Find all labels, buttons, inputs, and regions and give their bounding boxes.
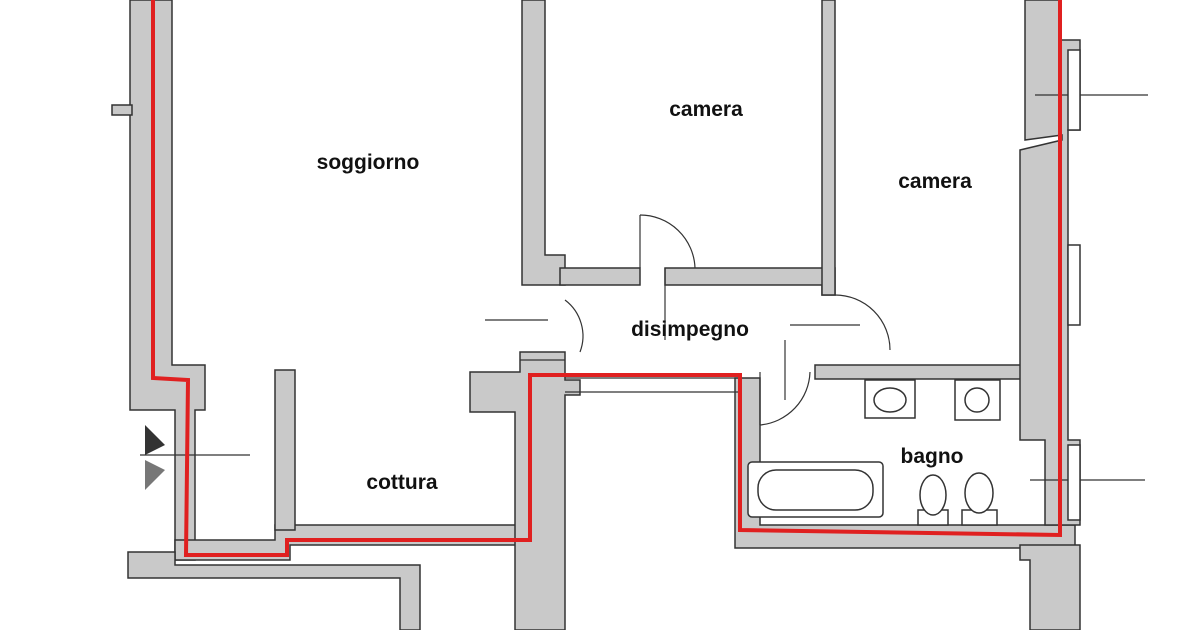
property-boundary-line (151, 0, 1062, 557)
wall-center (469, 351, 581, 630)
wall-kitchen-partition (274, 369, 296, 531)
room-label-disimpegno: disimpegno (631, 318, 749, 341)
wall-bottom-right (1019, 544, 1081, 630)
wall-left-stub (111, 104, 133, 116)
entrance-door (145, 425, 165, 490)
doors (485, 214, 891, 426)
room-label-cottura: cottura (366, 471, 438, 494)
bathroom-fixtures (747, 379, 1001, 526)
wall-left-outer (129, 0, 206, 561)
walls (111, 0, 1081, 630)
room-label-bagno: bagno (900, 445, 964, 468)
wall-bedroom1-left (521, 0, 566, 286)
wall-bottom-left (127, 551, 421, 630)
room-label-camera-1: camera (669, 98, 743, 121)
kitchen-lines (520, 359, 740, 393)
wall-bedroom1-bottom-right (664, 267, 836, 296)
wall-bedroom-divider (821, 0, 836, 296)
room-label-soggiorno: soggiorno (316, 151, 420, 174)
wall-bathroom-top (814, 364, 1026, 380)
wall-bedroom1-bottom (559, 267, 641, 286)
windows (140, 49, 1148, 521)
room-label-camera-2: camera (898, 170, 972, 193)
